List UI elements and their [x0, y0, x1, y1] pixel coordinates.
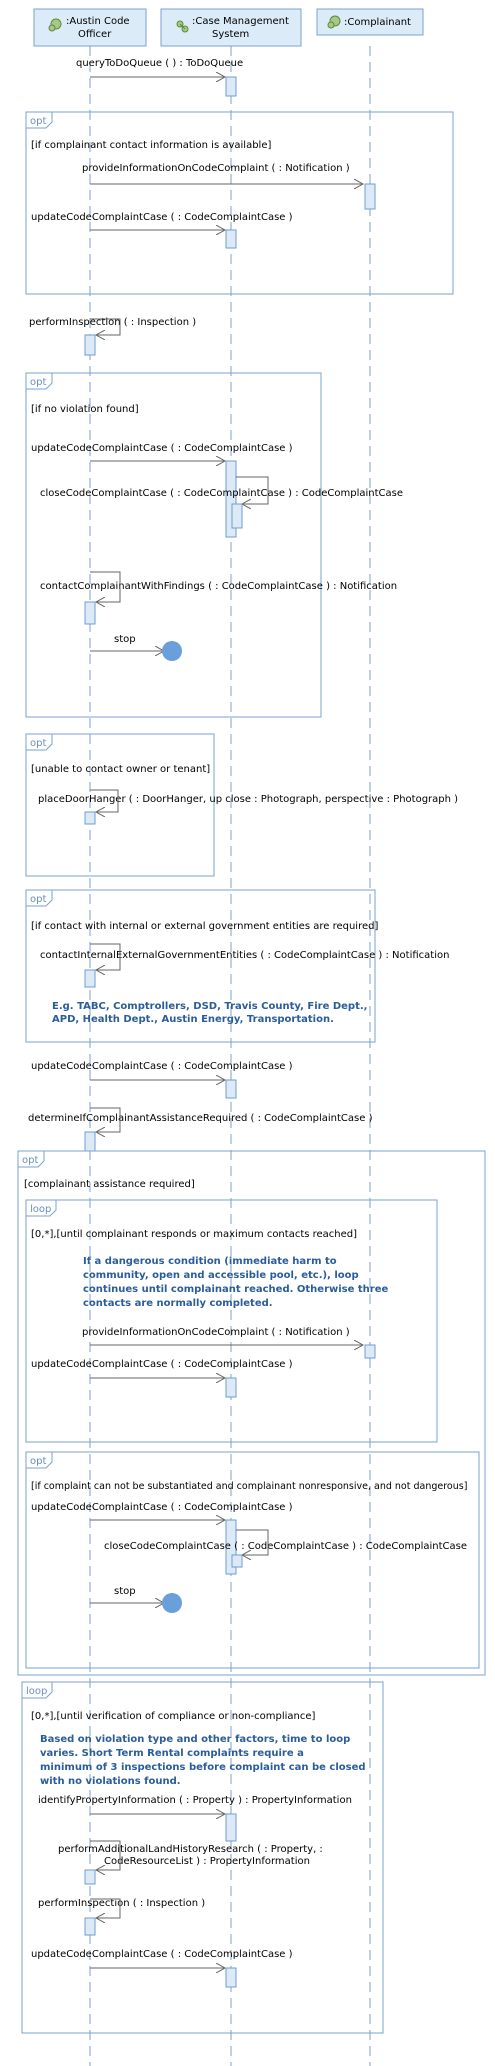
activation-bar [225, 1967, 237, 1988]
self-message-arrow [90, 1898, 121, 1918]
fragment-kind: opt [30, 377, 46, 388]
self-message-arrow [90, 1840, 121, 1870]
activation-bar [364, 183, 376, 210]
note-text: E.g. TABC, Comptrollers, DSD, Travis Cou… [52, 1001, 367, 1012]
fragment-guard: [0,*],[until complainant responds or max… [31, 1229, 357, 1240]
participant-cms[interactable]: :Case Management System [160, 8, 302, 47]
activation-bar [225, 1377, 237, 1398]
activation-bar [84, 601, 96, 625]
message-label: performAdditionalLandHistoryResearch ( :… [58, 1844, 323, 1855]
message-label: updateCodeComplaintCase ( : CodeComplain… [31, 212, 293, 223]
self-message-arrow [236, 476, 269, 504]
message-label: contactComplainantWithFindings ( : CodeC… [40, 581, 397, 592]
participant-name: :Case Management [192, 16, 289, 27]
fragment-kind: opt [30, 116, 46, 127]
note-text: community, open and accessible pool, etc… [83, 1270, 359, 1281]
fragment-guard: [if no violation found] [31, 404, 139, 415]
fragment-opt: opt [if no violation found] [25, 372, 322, 718]
participant-officer[interactable]: :Austin Code Officer [33, 8, 147, 47]
fragment-opt: opt [unable to contact owner or tenant] [25, 733, 215, 877]
message-label: identifyPropertyInformation ( : Property… [38, 1795, 352, 1806]
message-label: provideInformationOnCodeComplaint ( : No… [82, 1327, 350, 1338]
message-label: stop [114, 634, 136, 645]
participant-name-line2: Officer [78, 29, 112, 40]
message-label: contactInternalExternalGovernmentEntitie… [40, 950, 449, 961]
activation-bar [84, 334, 96, 356]
fragment-kind: loop [26, 1686, 47, 1697]
participant-name: :Complainant [344, 17, 411, 28]
message-label: updateCodeComplaintCase ( : CodeComplain… [31, 1359, 293, 1370]
fragment-guard: [if complaint can not be substantiated a… [31, 1481, 467, 1492]
stop-node [162, 1593, 182, 1613]
self-message-arrow [90, 1107, 121, 1132]
note-text: minimum of 3 inspections before complain… [40, 1762, 366, 1773]
activation-bar [231, 1554, 243, 1568]
activation-bar [84, 1917, 96, 1936]
self-message-arrow [236, 1529, 269, 1555]
activation-bar [225, 1519, 237, 1575]
component-icon [327, 15, 341, 29]
activation-bar [225, 229, 237, 249]
message-label: placeDoorHanger ( : DoorHanger, up close… [38, 794, 458, 805]
message-label: stop [114, 1586, 136, 1597]
message-label: performInspection ( : Inspection ) [29, 317, 196, 328]
message-label: updateCodeComplaintCase ( : CodeComplain… [31, 1502, 293, 1513]
fragment-opt: opt [if contact with internal or externa… [25, 889, 378, 1043]
note-text: APD, Health Dept., Austin Energy, Transp… [52, 1014, 334, 1025]
message-label: queryToDoQueue ( ) : ToDoQueue [76, 58, 243, 69]
self-message-arrow [90, 318, 121, 335]
fragment-guard: [unable to contact owner or tenant] [31, 764, 210, 775]
fragment-guard: [complainant assistance required] [24, 1179, 195, 1190]
activation-bar [84, 969, 96, 988]
message-label: closeCodeComplaintCase ( : CodeComplaint… [104, 1541, 467, 1552]
activation-bar [84, 811, 96, 825]
fragment-kind: opt [22, 1155, 38, 1166]
note-text: varies. Short Term Rental complaints req… [40, 1748, 304, 1759]
fragment-guard: [if contact with internal or external go… [31, 921, 378, 932]
activation-bar [84, 1131, 96, 1152]
participant-name-line2: System [212, 29, 249, 40]
fragment-loop: loop [0,*],[until verification of compli… [21, 1681, 384, 2034]
self-message-arrow [90, 943, 121, 970]
fragment-kind: opt [30, 738, 46, 749]
component-icon [48, 18, 62, 32]
fragment-kind: opt [30, 894, 46, 905]
participant-name: :Austin Code [66, 16, 130, 27]
component-icon [176, 20, 189, 33]
activation-bar [225, 76, 237, 97]
message-label: updateCodeComplaintCase ( : CodeComplain… [31, 443, 293, 454]
activation-bar [231, 503, 243, 529]
note-text: with no violations found. [40, 1776, 181, 1787]
fragment-opt: opt [if complainant contact information … [25, 111, 454, 295]
message-label: CodeResourceList ) : PropertyInformation [104, 1856, 310, 1867]
fragment-kind: loop [30, 1204, 51, 1215]
self-message-arrow [90, 789, 119, 812]
activation-bar [225, 460, 237, 538]
fragment-kind: opt [30, 1456, 46, 1467]
activation-bar [84, 1869, 96, 1885]
fragment-loop: loop [0,*],[until complainant responds o… [25, 1199, 438, 1443]
note-text: If a dangerous condition (immediate harm… [83, 1256, 337, 1267]
activation-bar [364, 1344, 376, 1359]
fragment-guard: [0,*],[until verification of compliance … [31, 1711, 316, 1722]
fragment-guard: [if complainant contact information is a… [31, 140, 271, 151]
activation-bar [225, 1079, 237, 1099]
note-text: continues until complainant reached. Oth… [83, 1284, 389, 1295]
fragment-opt: opt [complainant assistance required] [17, 1150, 486, 1676]
note-text: Based on violation type and other factor… [40, 1734, 350, 1745]
fragment-opt: opt [if complaint can not be substantiat… [25, 1451, 480, 1669]
message-label: updateCodeComplaintCase ( : CodeComplain… [31, 1949, 293, 1960]
message-label: determineIfComplainantAssistanceRequired… [28, 1113, 373, 1124]
participant-complainant[interactable]: :Complainant [316, 8, 424, 36]
message-label: performInspection ( : Inspection ) [38, 1898, 205, 1909]
activation-bar [225, 1813, 237, 1842]
message-label: updateCodeComplaintCase ( : CodeComplain… [31, 1061, 293, 1072]
stop-node [162, 641, 182, 661]
note-text: contacts are normally completed. [83, 1298, 273, 1309]
message-label: closeCodeComplaintCase ( : CodeComplaint… [40, 488, 403, 499]
message-label: provideInformationOnCodeComplaint ( : No… [82, 163, 350, 174]
self-message-arrow [90, 571, 121, 602]
